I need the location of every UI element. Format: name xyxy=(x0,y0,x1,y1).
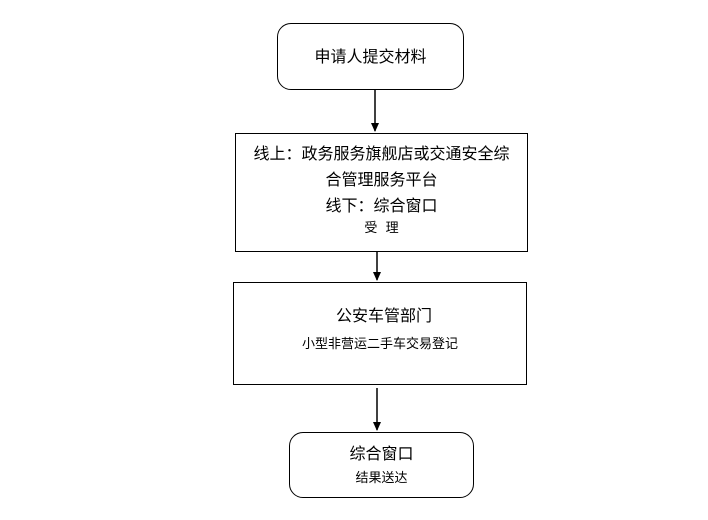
step-accept-offline: 线下：综合窗口 xyxy=(325,196,438,215)
step-deliver-result: 综合窗口 结果送达 xyxy=(289,432,474,498)
step-police-title: 公安车管部门 xyxy=(335,306,432,325)
step-accept-caption: 受 理 xyxy=(364,221,399,236)
step-police-caption: 小型非营运二手车交易登记 xyxy=(301,337,458,352)
step-deliver-caption: 结果送达 xyxy=(355,471,408,486)
step-accept-online-line2: 合管理服务平台 xyxy=(325,170,438,189)
step-submit-materials: 申请人提交材料 xyxy=(277,23,464,90)
step-accept: 线上：政务服务旗舰店或交通安全综 合管理服务平台 线下：综合窗口 受 理 xyxy=(235,133,528,252)
step-deliver-title: 综合窗口 xyxy=(349,444,414,463)
step-police-department: 公安车管部门 小型非营运二手车交易登记 xyxy=(233,282,527,385)
step-submit-title: 申请人提交材料 xyxy=(314,47,427,66)
step-accept-online-line1: 线上：政务服务旗舰店或交通安全综 xyxy=(253,144,510,163)
